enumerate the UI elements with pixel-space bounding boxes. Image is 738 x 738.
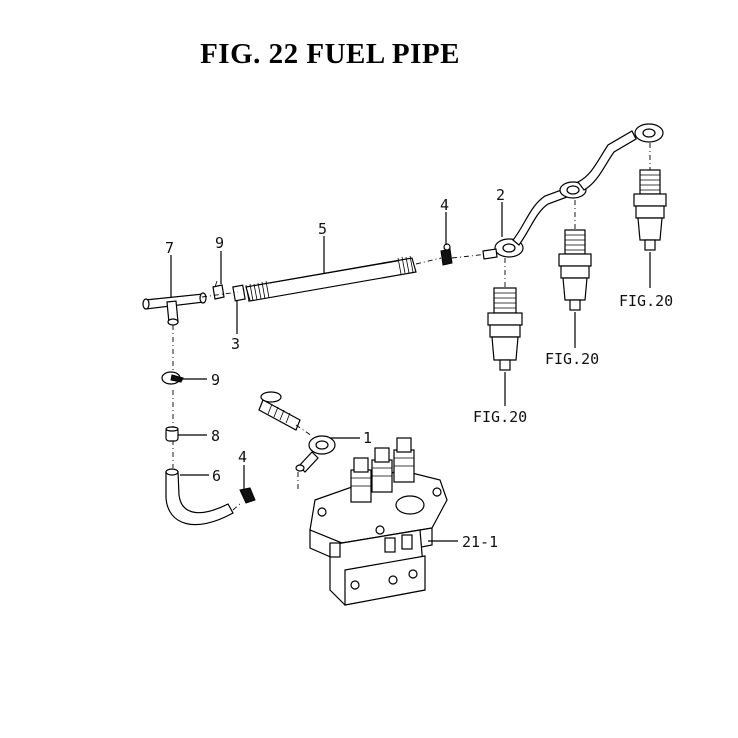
banjo-bolt: [258, 391, 313, 437]
callout-7: 7: [165, 239, 174, 257]
clip-4-lower: [232, 487, 256, 511]
return-hose: [165, 468, 234, 526]
clip-4-upper: [440, 243, 453, 266]
nozzle-mid: [558, 200, 592, 342]
callout-4-upper: 4: [440, 196, 449, 214]
callout-4-lower: 4: [238, 448, 247, 466]
callout-9-upper: 9: [215, 234, 224, 252]
figref-nozzle-mid: FIG.20: [545, 350, 599, 368]
cap: [165, 426, 179, 442]
callout-1: 1: [363, 429, 372, 447]
hollow-bolt: [232, 284, 246, 302]
callout-5: 5: [318, 220, 327, 238]
figref-nozzle-right: FIG.20: [619, 292, 673, 310]
clip-upper: [212, 280, 225, 300]
leader-lines: [170, 202, 651, 542]
figure-title: FIG. 22 FUEL PIPE: [200, 38, 460, 70]
injection-pump: [309, 437, 448, 606]
leak-off-pipe: [245, 255, 417, 303]
callout-6: 6: [212, 467, 221, 485]
clip-lower: [161, 371, 184, 385]
callout-8: 8: [211, 427, 220, 445]
t-joint: [142, 292, 207, 326]
injection-pipes: [482, 123, 664, 260]
callout-9-lower: 9: [211, 371, 220, 389]
callout-3: 3: [231, 335, 240, 353]
nozzle-left: [487, 258, 523, 400]
banjo-joint: [295, 435, 336, 490]
figref-nozzle-left: FIG.20: [473, 408, 527, 426]
callout-21-1: 21-1: [462, 533, 498, 551]
callout-2: 2: [496, 186, 505, 204]
